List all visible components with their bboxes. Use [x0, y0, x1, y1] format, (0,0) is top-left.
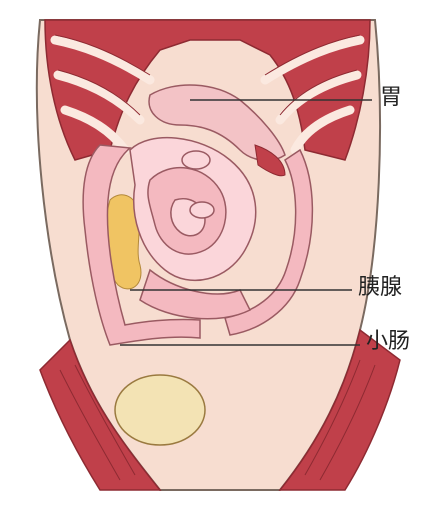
label-stomach: 胃: [380, 87, 402, 109]
label-pancreas: 胰腺: [358, 277, 402, 299]
bladder: [115, 375, 205, 445]
label-small-intestine: 小肠: [366, 331, 410, 353]
